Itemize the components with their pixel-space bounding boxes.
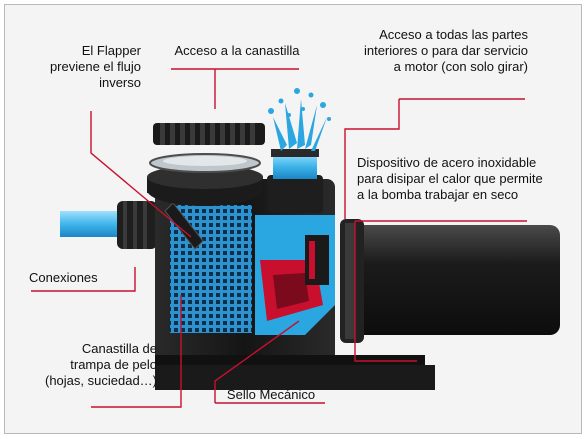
label-flapper-line-2: previene el flujo bbox=[49, 59, 141, 74]
label-sello: Sello Mecánico bbox=[213, 387, 329, 403]
pump-body bbox=[155, 179, 435, 390]
label-acceso-partes-line-2: interiores o para dar servicio bbox=[363, 43, 528, 58]
pump-diagram bbox=[31, 68, 560, 408]
label-sello-line-1: Sello Mecánico bbox=[226, 387, 316, 402]
motor-housing bbox=[340, 219, 560, 343]
label-acceso-canastilla: Acceso a la canastilla bbox=[171, 43, 303, 59]
label-dispositivo: Dispositivo de acero inoxidable para dis… bbox=[357, 155, 557, 203]
label-canastilla-trampa-line-1: Canastilla de bbox=[81, 341, 157, 356]
label-canastilla-trampa-line-3: (hojas, suciedad…) bbox=[45, 373, 157, 388]
leader-lines bbox=[31, 68, 527, 408]
label-canastilla-trampa: Canastilla de trampa de pelo (hojas, suc… bbox=[35, 341, 157, 389]
basket-lid bbox=[147, 123, 265, 206]
label-flapper-line-1: El Flapper bbox=[81, 43, 141, 58]
outlet-union bbox=[267, 149, 323, 213]
inlet-pipe bbox=[60, 201, 157, 249]
water-spray-icon bbox=[268, 88, 331, 151]
diagram-frame: El Flapper previene el flujo inverso Acc… bbox=[4, 4, 582, 434]
label-dispositivo-line-3: a la bomba trabajar en seco bbox=[357, 187, 519, 202]
label-acceso-partes: Acceso a todas las partes interiores o p… bbox=[350, 27, 528, 75]
label-conexiones: Conexiones bbox=[29, 270, 109, 286]
label-acceso-partes-line-3: a motor (con solo girar) bbox=[393, 59, 528, 74]
label-flapper-line-3: inverso bbox=[99, 75, 141, 90]
label-acceso-canastilla-line-1: Acceso a la canastilla bbox=[174, 43, 300, 58]
label-conexiones-line-1: Conexiones bbox=[29, 270, 98, 285]
label-dispositivo-line-1: Dispositivo de acero inoxidable bbox=[357, 155, 537, 170]
label-flapper: El Flapper previene el flujo inverso bbox=[45, 43, 141, 91]
label-dispositivo-line-2: para disipar el calor que permite bbox=[357, 171, 543, 186]
label-canastilla-trampa-line-2: trampa de pelo bbox=[70, 357, 157, 372]
flapper bbox=[164, 202, 204, 250]
label-acceso-partes-line-1: Acceso a todas las partes bbox=[379, 27, 528, 42]
